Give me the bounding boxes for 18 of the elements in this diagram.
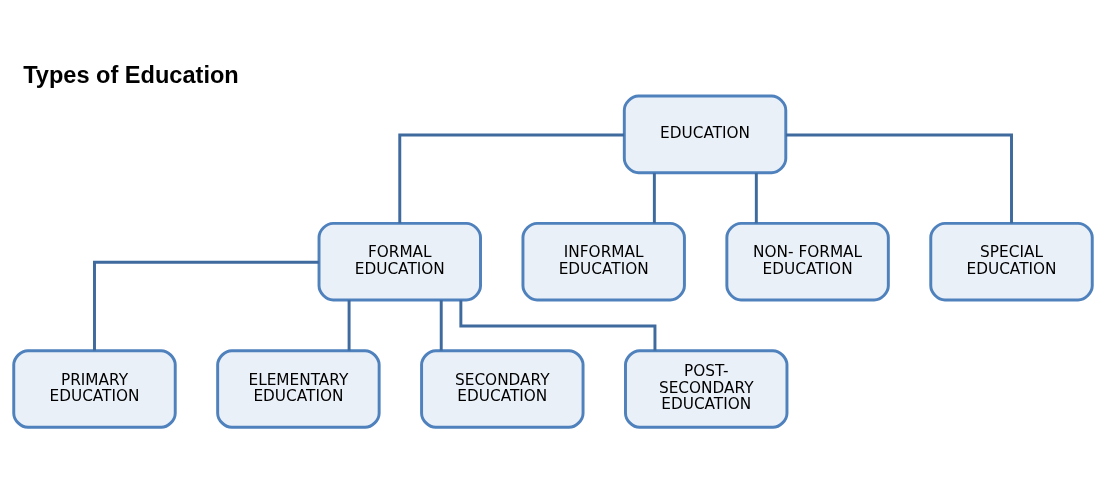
node-box: SPECIAL EDUCATION [929, 221, 1094, 302]
node-box: FORMAL EDUCATION [317, 221, 482, 302]
connector [347, 300, 351, 351]
connector [652, 172, 656, 224]
node-box: SECONDARY EDUCATION [420, 349, 585, 429]
connector [93, 260, 319, 351]
node-box: ELEMENTARY EDUCATION [216, 349, 381, 429]
node-box: PRIMARY EDUCATION [12, 349, 177, 429]
connector [398, 133, 625, 224]
node-box: NON- FORMAL EDUCATION [725, 221, 890, 302]
connector [785, 133, 1013, 224]
diagram-title: Types of Education [23, 62, 239, 89]
connector [439, 300, 443, 351]
node-box: INFORMAL EDUCATION [521, 221, 686, 302]
node-box: POST- SECONDARY EDUCATION [624, 349, 789, 429]
node-box: EDUCATION [622, 94, 788, 175]
connector [459, 300, 657, 351]
connector [754, 172, 758, 224]
